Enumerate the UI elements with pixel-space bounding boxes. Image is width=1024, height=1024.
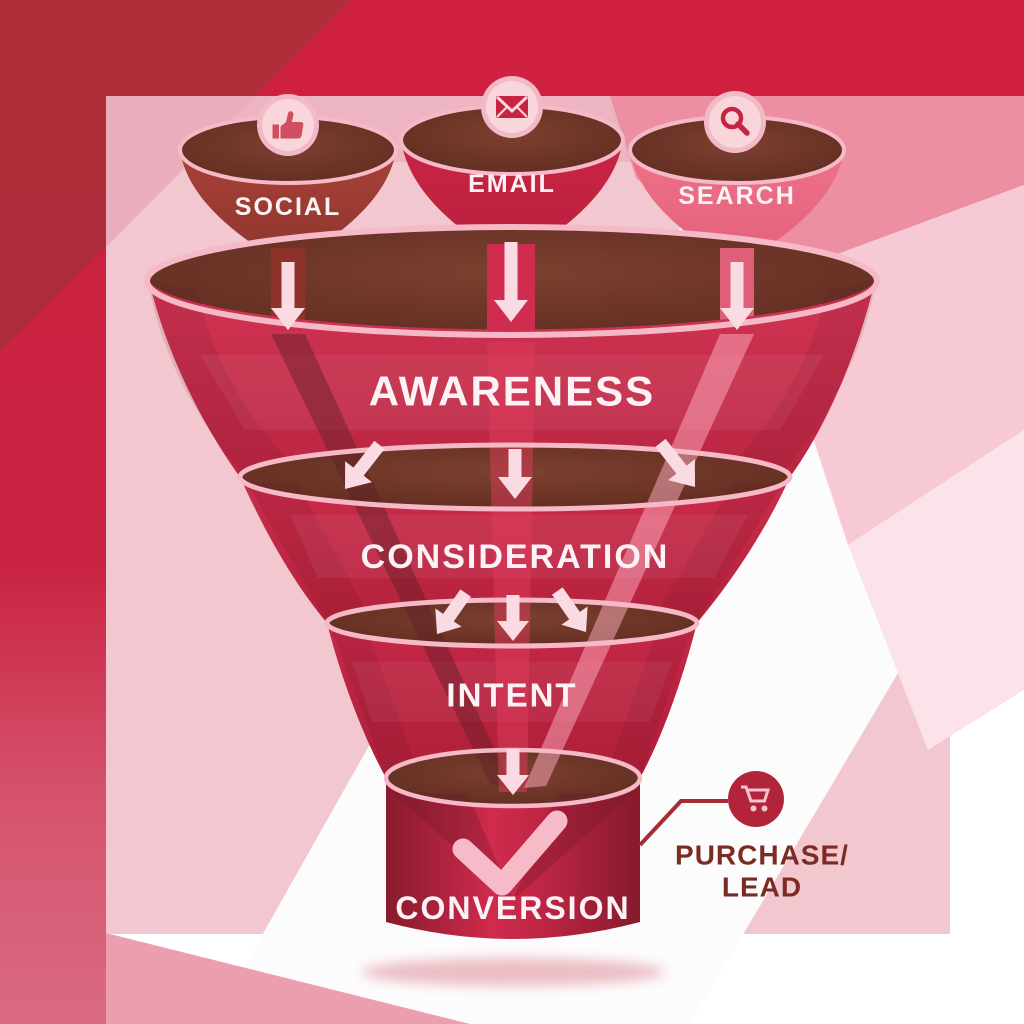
- arrow-down-icon: [494, 242, 528, 322]
- consideration-shade-left: [246, 482, 372, 622]
- conversion-shade-right: [513, 792, 634, 900]
- email-stream-overlay: [487, 342, 535, 792]
- social-badge: [257, 94, 319, 156]
- thumbs-up-icon: [272, 111, 304, 139]
- arrow-down-left-icon: [655, 438, 695, 487]
- awareness-shade-right: [724, 285, 875, 474]
- intent-shade-right: [606, 630, 692, 777]
- flow-arrows: [271, 242, 754, 795]
- bg-right-palest-band: [848, 430, 1024, 750]
- arrow-down-icon: [271, 262, 305, 330]
- consideration-shade-right: [652, 482, 784, 622]
- badge-inner-circle: [709, 96, 761, 148]
- stage-label-consideration: CONSIDERATION: [361, 538, 670, 576]
- stage-label-intent: INTENT: [446, 677, 577, 714]
- cart-icon: [741, 785, 771, 812]
- outcome-callout: PURCHASE/ LEAD: [638, 771, 849, 903]
- awareness-shade-left: [149, 285, 300, 474]
- arrow-down-icon: [498, 449, 532, 499]
- funnel-ground-shadow: [361, 958, 665, 986]
- stage-label-awareness: AWARENESS: [369, 368, 655, 415]
- intent-shade-left: [332, 630, 420, 777]
- envelope-icon: [495, 95, 529, 118]
- email-funnel-opening: [401, 106, 623, 174]
- search-stream-overlay: [524, 334, 754, 788]
- awareness-rim: [144, 224, 880, 338]
- outcome-label-line1: PURCHASE/: [675, 840, 849, 871]
- arrow-down-icon: [497, 749, 529, 795]
- cart-badge: [728, 771, 784, 827]
- outcome-label-line2: LEAD: [722, 872, 802, 903]
- cart-badge-circle: [728, 771, 784, 827]
- bg-bottomleft-pink-wedge: [106, 933, 470, 1024]
- arrow-down-icon: [720, 262, 754, 330]
- consideration-rim: [237, 442, 793, 512]
- callout-connector-line: [638, 799, 728, 847]
- flow-streams: [271, 334, 754, 792]
- stage-label-conversion: CONVERSION: [395, 890, 630, 926]
- source-label-search: SEARCH: [678, 182, 796, 210]
- arrow-down-right-icon: [435, 589, 472, 634]
- source-label-email: EMAIL: [468, 170, 556, 198]
- magnifier-icon: [720, 106, 750, 136]
- arrow-down-left-icon: [551, 587, 588, 632]
- email-badge: [481, 76, 543, 138]
- source-label-social: SOCIAL: [235, 193, 341, 221]
- arrow-down-icon: [497, 595, 529, 641]
- social-stream-overlay: [271, 334, 512, 788]
- search-badge: [704, 91, 766, 153]
- arrow-down-right-icon: [345, 440, 385, 489]
- checkmark-icon: [452, 810, 568, 896]
